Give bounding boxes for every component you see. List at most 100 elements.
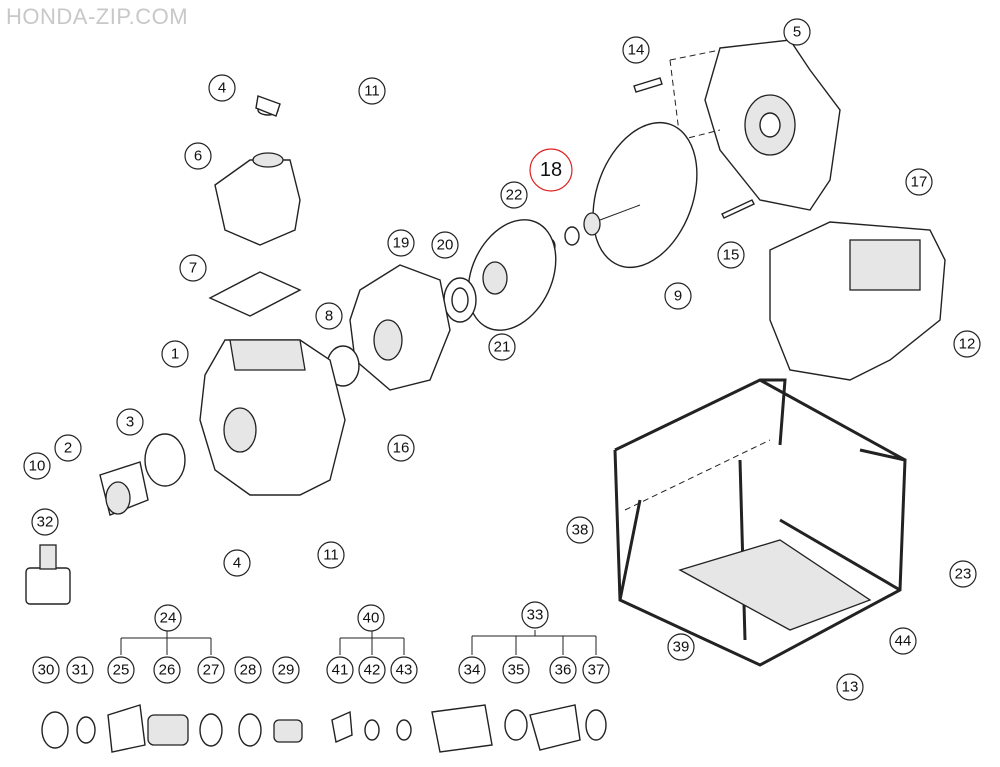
callout-30: 30 xyxy=(32,656,60,684)
callout-number: 13 xyxy=(842,679,859,696)
callout-4: 4 xyxy=(223,549,251,577)
callout-circle xyxy=(836,673,864,701)
callout-11: 11 xyxy=(358,77,386,105)
callout-circle xyxy=(357,604,385,632)
callout-number: 25 xyxy=(113,662,130,679)
callout-39: 39 xyxy=(667,633,695,661)
callout-5: 5 xyxy=(783,18,811,46)
callout-number: 1 xyxy=(171,346,179,363)
callout-number: 18 xyxy=(540,159,562,181)
callout-1: 1 xyxy=(161,340,189,368)
callout-number: 35 xyxy=(508,662,525,679)
callout-circle xyxy=(184,142,212,170)
frame xyxy=(613,378,907,667)
callout-circle xyxy=(358,656,386,684)
callout-number: 20 xyxy=(437,237,454,254)
callout-number: 19 xyxy=(393,235,410,252)
callout-number: 40 xyxy=(363,610,380,627)
callout-circle xyxy=(667,633,695,661)
callout-circle xyxy=(529,148,573,192)
callout-circle xyxy=(664,282,692,310)
impeller xyxy=(467,219,557,331)
callout-number: 23 xyxy=(955,566,972,583)
strainer xyxy=(25,567,71,605)
callout-10: 10 xyxy=(23,452,51,480)
callout-26: 26 xyxy=(153,656,181,684)
callout-number: 27 xyxy=(203,662,220,679)
callout-number: 34 xyxy=(464,662,481,679)
callout-6: 6 xyxy=(184,142,212,170)
callout-number: 22 xyxy=(506,187,523,204)
callout-circle xyxy=(154,604,182,632)
callout-circle xyxy=(32,656,60,684)
callout-33: 33 xyxy=(521,601,549,629)
callout-circle xyxy=(566,516,594,544)
callout-circle xyxy=(953,330,981,358)
callout-circle xyxy=(488,333,516,361)
callout-circle xyxy=(549,656,577,684)
callout-number: 15 xyxy=(723,247,740,264)
callout-circle xyxy=(622,36,650,64)
callout-number: 4 xyxy=(218,80,226,97)
callout-number: 4 xyxy=(233,555,241,572)
callout-number: 42 xyxy=(364,662,381,679)
callout-circle xyxy=(521,601,549,629)
callout-24: 24 xyxy=(154,604,182,632)
callout-circle xyxy=(23,452,51,480)
callout-number: 5 xyxy=(793,24,801,41)
callout-circle xyxy=(358,77,386,105)
callout-41: 41 xyxy=(326,656,354,684)
volute-casing xyxy=(349,264,451,391)
callout-23: 23 xyxy=(949,560,977,588)
callout-number: 43 xyxy=(396,662,413,679)
callout-15: 15 xyxy=(717,241,745,269)
callout-circle xyxy=(54,434,82,462)
callout-number: 32 xyxy=(37,514,54,531)
callout-number: 10 xyxy=(29,458,46,475)
callout-number: 11 xyxy=(364,83,380,100)
callout-number: 44 xyxy=(895,633,912,650)
callout-number: 29 xyxy=(278,662,295,679)
callout-circle xyxy=(500,181,528,209)
callout-42: 42 xyxy=(358,656,386,684)
callout-circle xyxy=(582,656,610,684)
callout-number: 14 xyxy=(628,42,645,59)
callout-34: 34 xyxy=(458,656,486,684)
callout-22: 22 xyxy=(500,181,528,209)
callout-40: 40 xyxy=(357,604,385,632)
callout-17: 17 xyxy=(905,168,933,196)
callout-number: 2 xyxy=(64,440,72,457)
callout-circle xyxy=(458,656,486,684)
callout-circle xyxy=(315,302,343,330)
callout-number: 39 xyxy=(673,639,690,656)
callout-7: 7 xyxy=(179,254,207,282)
callout-44: 44 xyxy=(889,627,917,655)
callout-20: 20 xyxy=(431,231,459,259)
callout-circle xyxy=(502,656,530,684)
callout-8: 8 xyxy=(315,302,343,330)
callout-9: 9 xyxy=(664,282,692,310)
callout-31: 31 xyxy=(66,656,94,684)
watermark: HONDA-ZIP.COM xyxy=(6,4,189,29)
callout-circle xyxy=(66,656,94,684)
callout-36: 36 xyxy=(549,656,577,684)
callout-number: 11 xyxy=(323,547,339,564)
callout-circle xyxy=(317,541,345,569)
callout-number: 36 xyxy=(555,662,572,679)
callout-circle xyxy=(107,656,135,684)
outlet-elbow xyxy=(214,159,301,246)
callout-circle xyxy=(783,18,811,46)
callout-32: 32 xyxy=(31,508,59,536)
callout-number: 33 xyxy=(527,607,544,624)
callout-25: 25 xyxy=(107,656,135,684)
callout-19: 19 xyxy=(387,229,415,257)
callout-circle xyxy=(234,656,262,684)
callout-number: 8 xyxy=(325,308,333,325)
callout-43: 43 xyxy=(390,656,418,684)
callout-27: 27 xyxy=(197,656,225,684)
callout-circle xyxy=(889,627,917,655)
callout-2: 2 xyxy=(54,434,82,462)
callout-circle xyxy=(161,340,189,368)
callout-circle xyxy=(179,254,207,282)
